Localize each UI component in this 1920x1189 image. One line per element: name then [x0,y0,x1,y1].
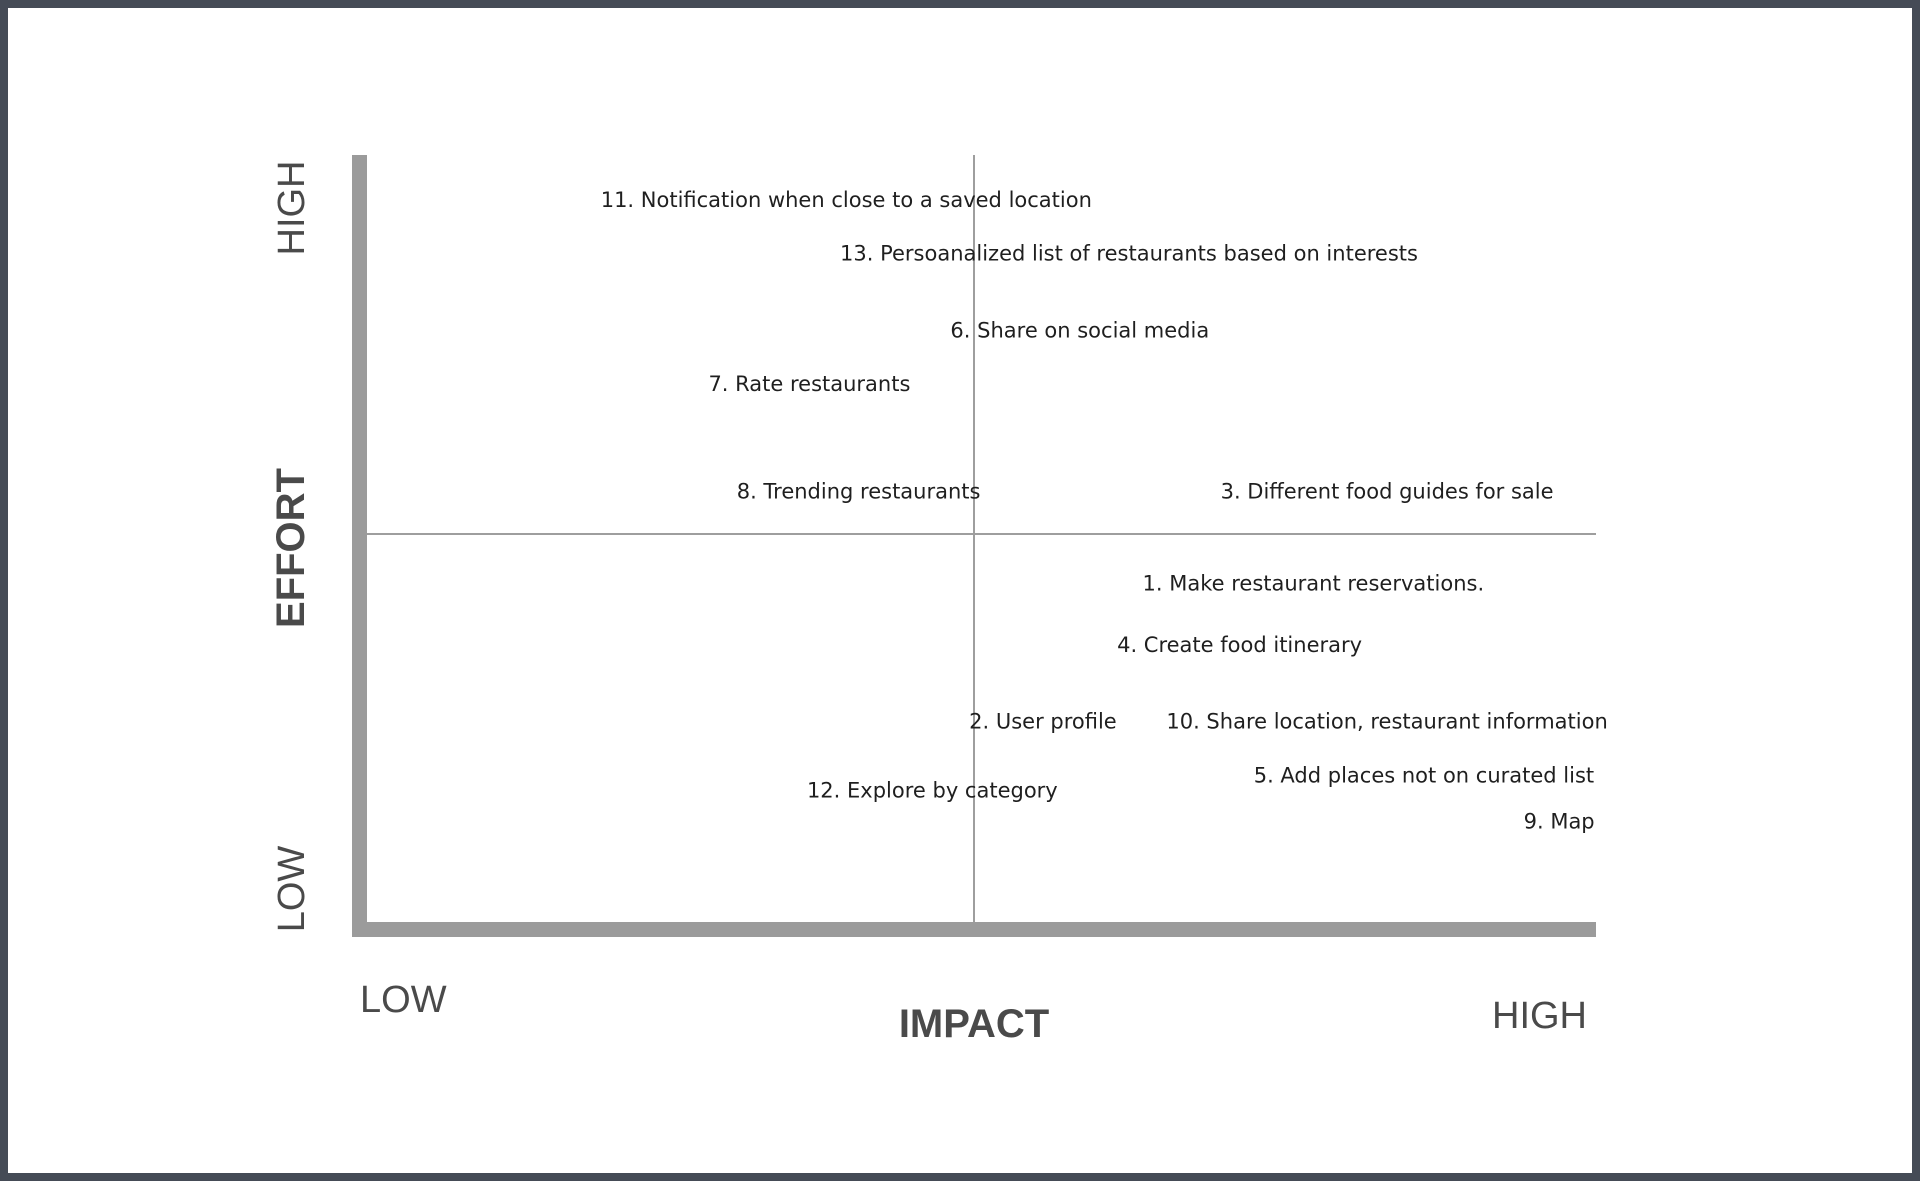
feature-item: 5. Add places not on curated list [1254,763,1594,787]
feature-item: 4. Create food itinerary [1117,633,1362,657]
feature-item: 6. Share on social media [950,318,1209,342]
y-high-label: HIGH [271,161,313,256]
feature-item: 2. User profile [969,710,1117,734]
x-axis-title: IMPACT [899,1002,1049,1046]
feature-item: 12. Explore by category [807,779,1058,803]
feature-item: 13. Persoanalized list of restaurants ba… [840,242,1418,266]
impact-effort-matrix: HIGH EFFORT LOW LOW IMPACT HIGH 11. Noti… [269,155,1608,1046]
feature-item: 9. Map [1524,809,1595,833]
x-low-label: LOW [360,979,447,1021]
feature-items: 11. Notification when close to a saved l… [601,188,1608,833]
y-axis-title: EFFORT [269,468,313,628]
feature-item: 3. Different food guides for sale [1221,479,1554,503]
y-axis-bar [352,155,367,937]
x-high-label: HIGH [1492,995,1587,1037]
y-low-label: LOW [271,846,313,933]
x-axis-bar [352,922,1596,937]
feature-item: 10. Share location, restaurant informati… [1166,710,1607,734]
feature-item: 1. Make restaurant reservations. [1143,572,1485,596]
feature-item: 11. Notification when close to a saved l… [601,188,1092,212]
feature-item: 8. Trending restaurants [737,479,981,503]
feature-item: 7. Rate restaurants [708,372,910,396]
